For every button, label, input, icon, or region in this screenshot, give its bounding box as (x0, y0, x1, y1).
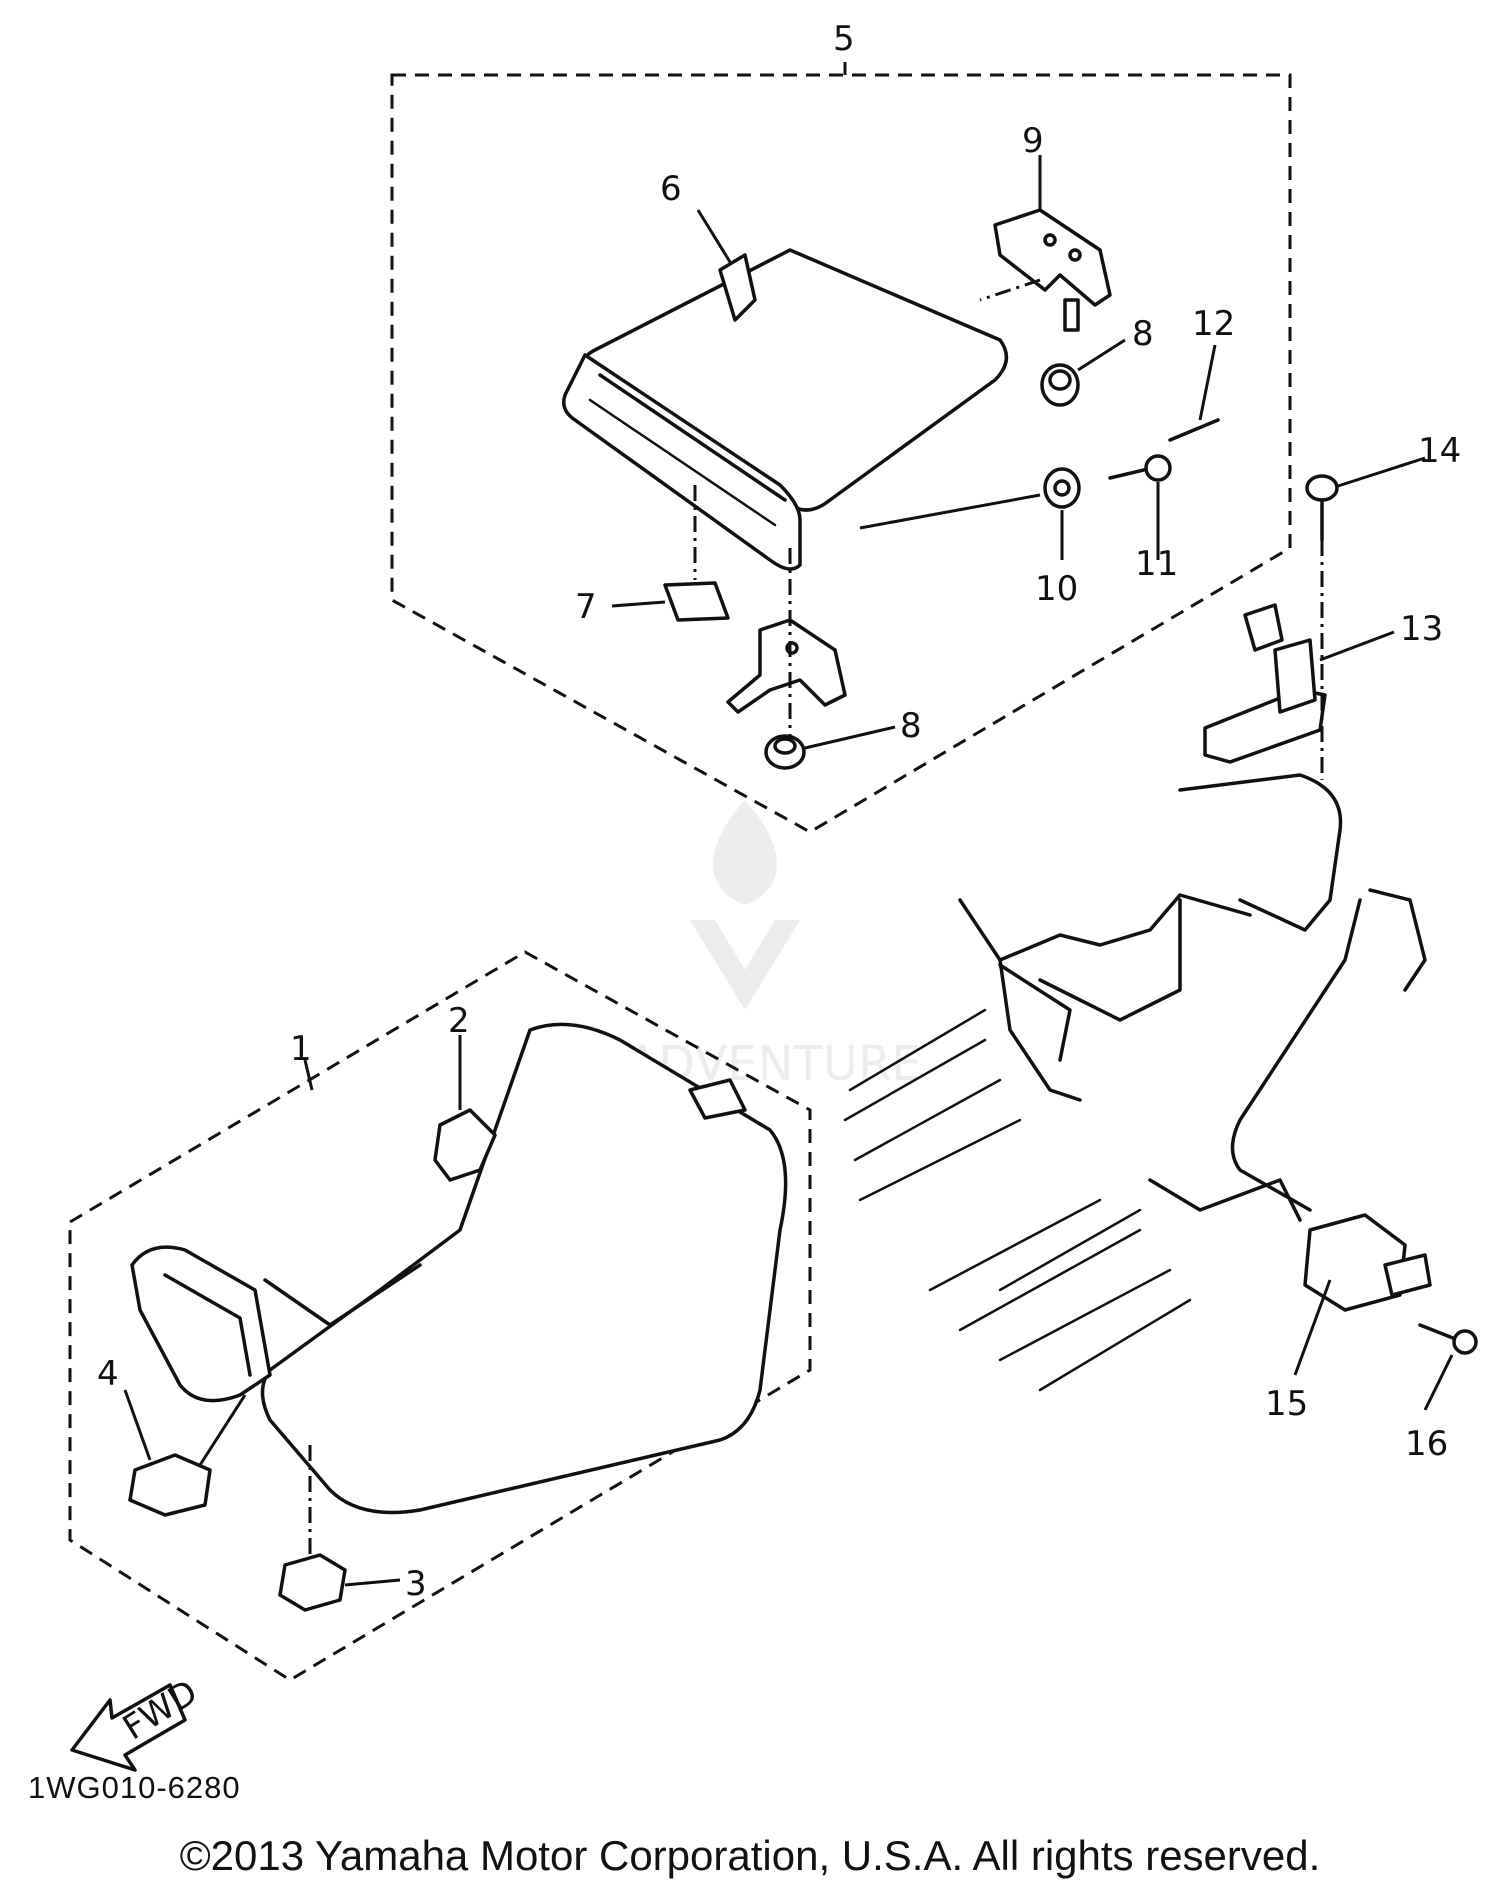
callout-4: 4 (97, 1354, 119, 1394)
assembly-outline-1 (68, 950, 812, 1682)
damper-4 (128, 1453, 212, 1517)
callout-5: 5 (833, 19, 855, 59)
callout-15: 15 (1265, 1384, 1308, 1424)
rear-frame (843, 773, 1427, 1392)
leader-lines (123, 62, 1454, 1587)
fwd-arrow: FWD (70, 1672, 205, 1772)
seat-cowl-6 (562, 248, 1009, 571)
callout-2: 2 (448, 1001, 470, 1041)
bolt-14 (1305, 474, 1339, 542)
diagram-code: 1WG010-6280 (28, 1770, 241, 1805)
fwd-label: FWD (116, 1672, 204, 1748)
callout-13: 13 (1400, 609, 1443, 649)
callout-6: 6 (660, 169, 682, 209)
callout-1: 1 (290, 1029, 312, 1069)
pin-12 (1168, 418, 1220, 442)
assembly-outline-5 (390, 73, 1292, 834)
callout-labels: 1 2 3 4 5 6 7 8 8 9 10 11 12 13 14 15 16 (97, 19, 1461, 1604)
callout-8-lower: 8 (900, 706, 922, 746)
callout-3: 3 (405, 1564, 427, 1604)
copyright-notice: ©2013 Yamaha Motor Corporation, U.S.A. A… (179, 1832, 1321, 1879)
screw-11 (1108, 454, 1172, 482)
bracket-9 (993, 208, 1112, 332)
callout-9: 9 (1022, 121, 1044, 161)
nut-10 (1043, 467, 1081, 509)
seat-catch-13 (1203, 603, 1327, 764)
pad-7 (663, 581, 730, 622)
callout-12: 12 (1192, 304, 1235, 344)
callout-11: 11 (1135, 544, 1178, 584)
callout-8-upper: 8 (1132, 314, 1154, 354)
grommet-8-lower (764, 734, 806, 770)
seat-1 (130, 1022, 788, 1515)
bracket-lower (726, 618, 847, 714)
screw-16 (1418, 1323, 1478, 1355)
callout-14: 14 (1418, 431, 1461, 471)
grommet-8-upper (1040, 363, 1080, 407)
callout-10: 10 (1035, 569, 1078, 609)
callout-7: 7 (575, 587, 597, 627)
damper-3 (278, 1553, 347, 1612)
callout-16: 16 (1405, 1424, 1448, 1464)
seat-lock-15 (1303, 1213, 1432, 1312)
